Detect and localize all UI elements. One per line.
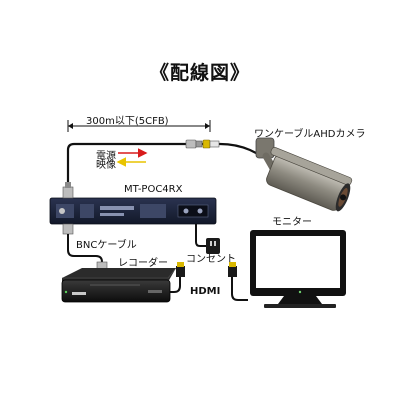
power-label: 電源 [96, 151, 116, 162]
monitor-label: モニター [272, 217, 312, 228]
recorder-icon [61, 267, 177, 303]
hdmi-plug-icon [176, 262, 237, 277]
page-title: 《配線図》 [149, 62, 250, 84]
bnc-connector-icon [185, 139, 220, 149]
outlet-label: コンセント [186, 254, 236, 265]
coax-cable [66, 142, 263, 196]
receiver-label: MT-POC4RX [124, 184, 183, 195]
recorder-label: レコーダー [118, 258, 168, 269]
camera-label: ワンケーブルAHDカメラ [254, 129, 366, 140]
distance-dimension [67, 120, 211, 132]
bnc-cable-label: BNCケーブル [76, 240, 137, 251]
power-cord [195, 224, 206, 247]
hdmi-cable [170, 276, 248, 301]
hdmi-label: HDMI [190, 286, 221, 297]
receiver-icon [49, 182, 217, 235]
camera-icon [255, 137, 353, 212]
outlet-plug-icon [206, 238, 220, 254]
distance-label: 300m以下(5CFB) [86, 116, 169, 127]
monitor-icon [250, 230, 346, 308]
video-label: 映像 [96, 160, 116, 171]
